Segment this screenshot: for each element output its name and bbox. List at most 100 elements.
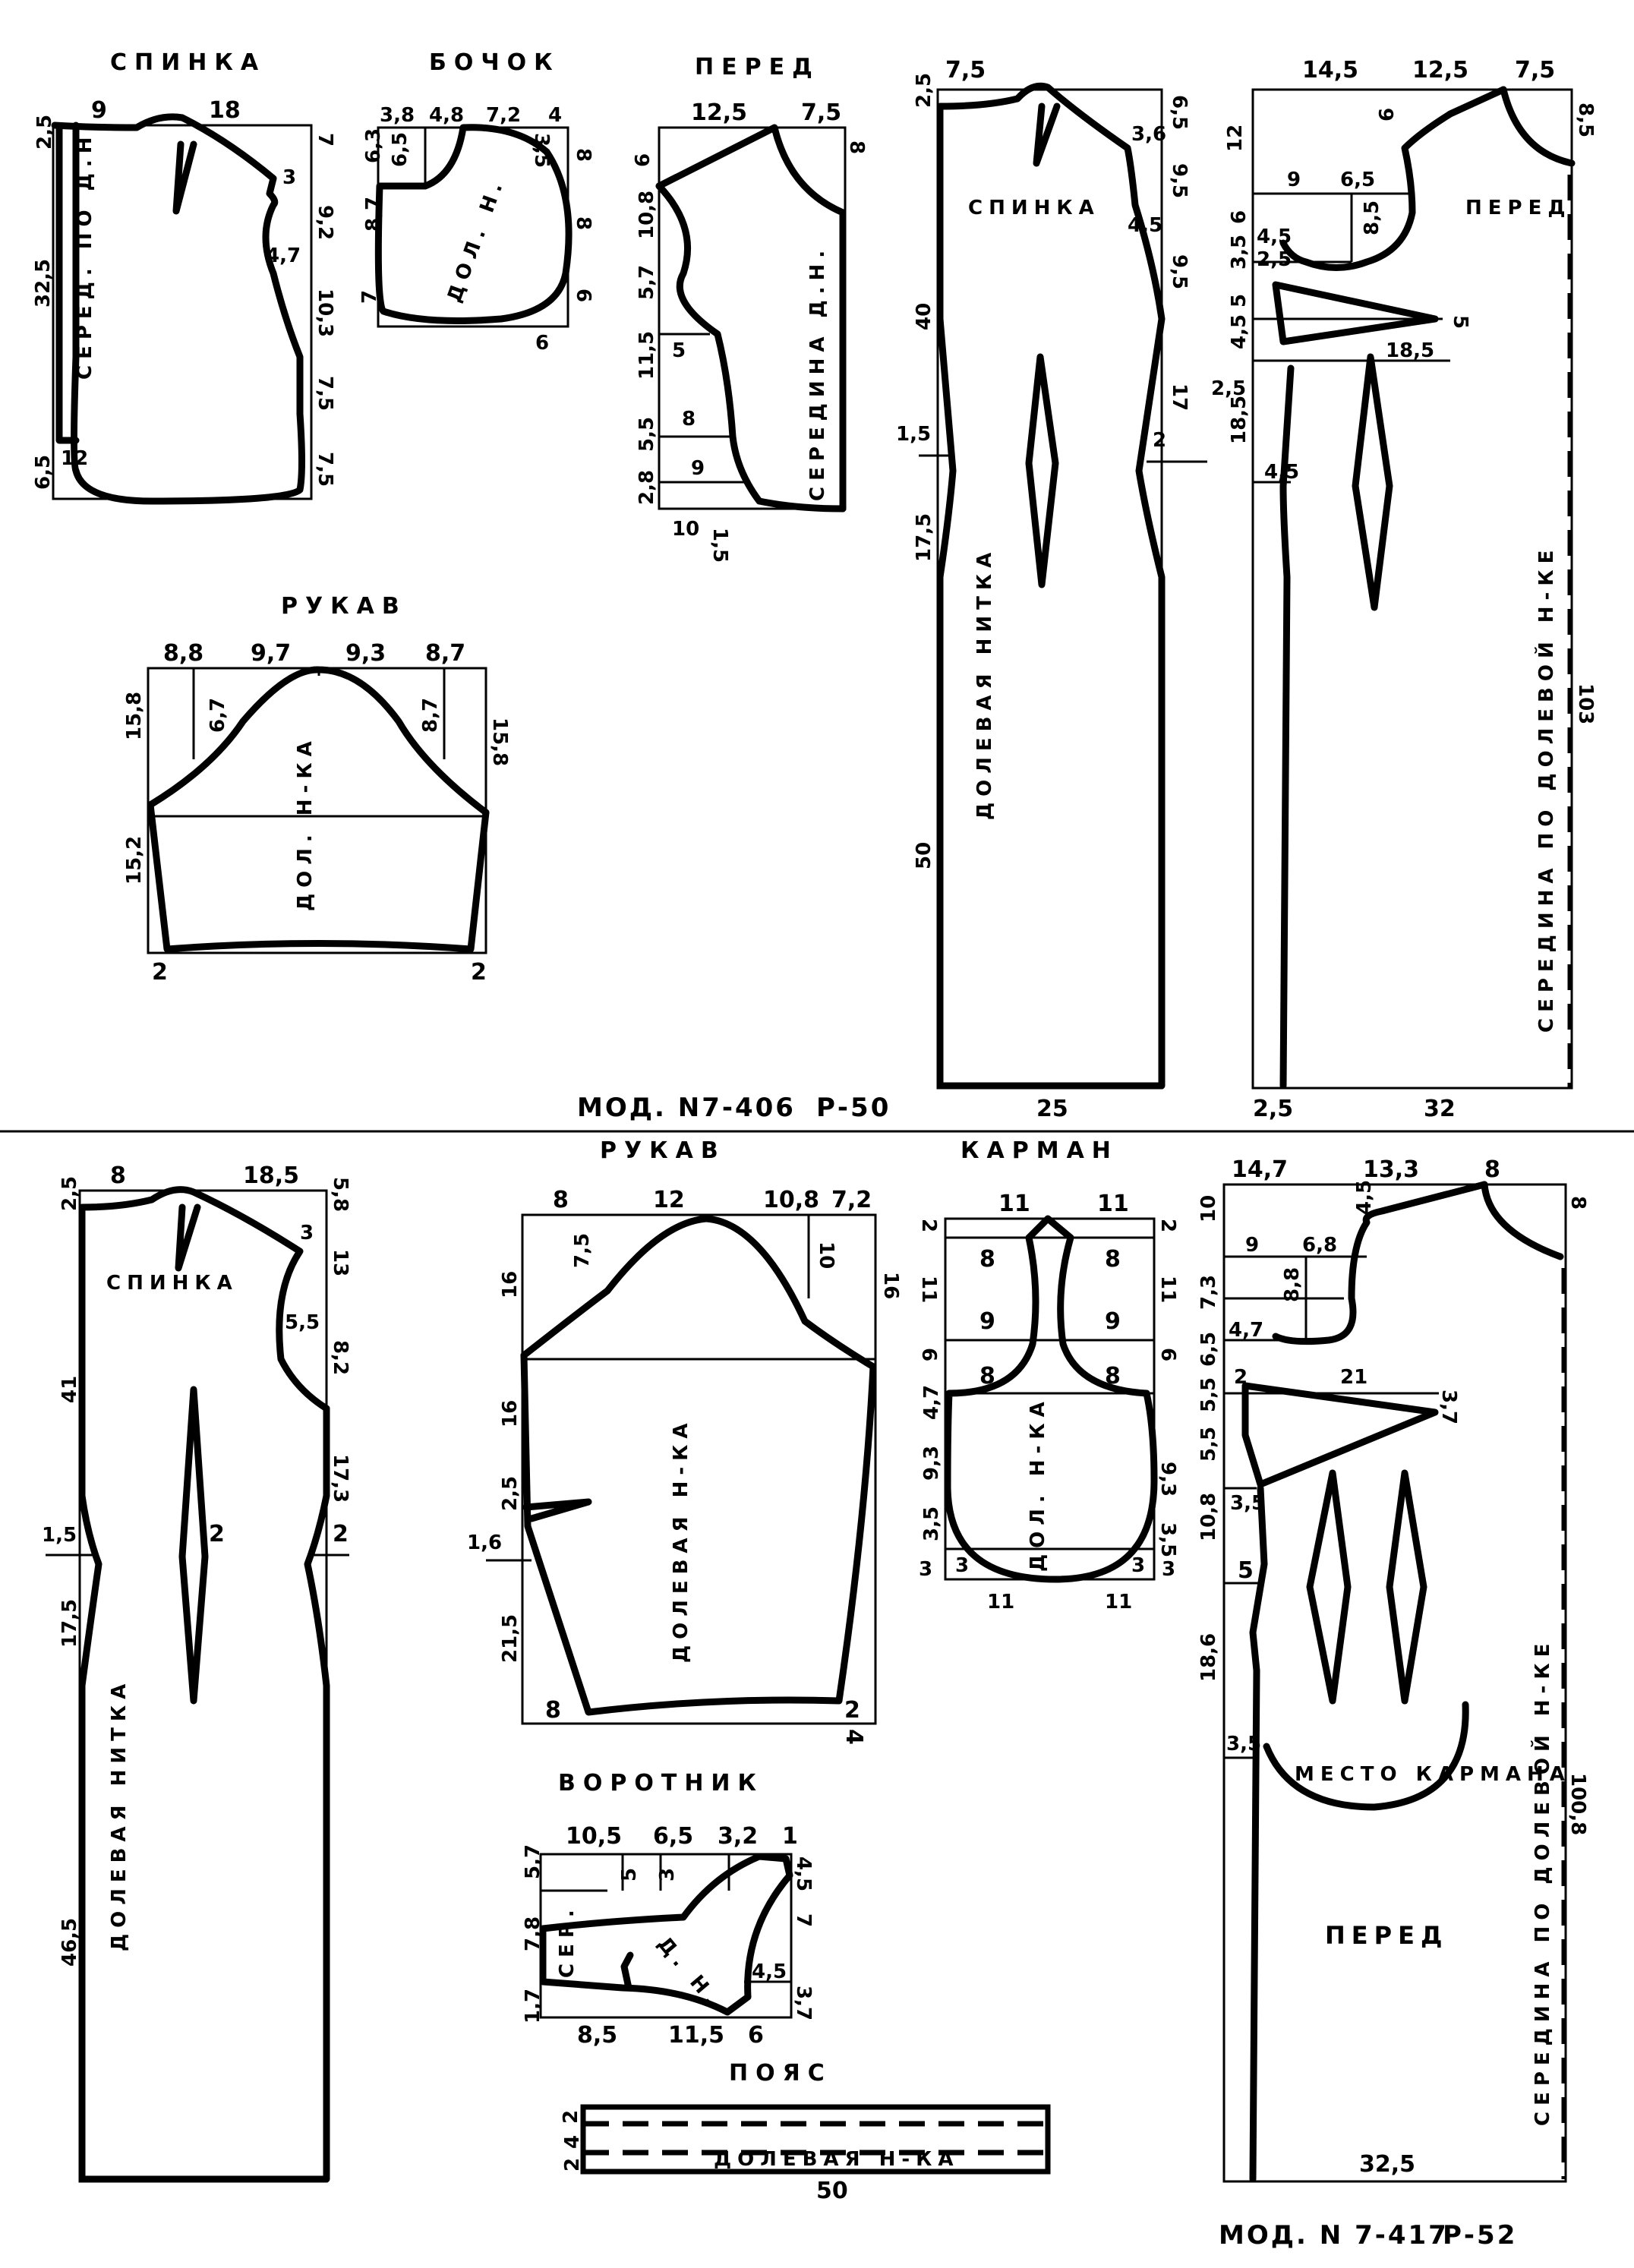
- model-1-caption: МОД. N7-406 Р-50: [577, 1093, 891, 1123]
- m2-front-dim: 7,3: [1197, 1275, 1220, 1310]
- m2-pocket-dim: 11: [1105, 1591, 1132, 1613]
- m2-back-dim: 8,2: [329, 1340, 352, 1375]
- m2-back-dim: 1,5: [42, 1524, 77, 1547]
- m1-front-center-label: СЕРЕДИНА Д.Н.: [806, 244, 829, 501]
- m1-sleeve-dim: 6,7: [207, 698, 229, 733]
- m1-sleeve-dim: 8,7: [419, 698, 442, 733]
- m2-sleeve-dim: 12: [653, 1187, 685, 1213]
- m1-back-long-dim: 9,5: [1168, 163, 1191, 198]
- m2-collar-dim: 5: [618, 1868, 641, 1882]
- m2-front-dim: 21: [1340, 1366, 1367, 1389]
- m1-front-long-dim: 18,5: [1228, 396, 1251, 444]
- m1-front-dim: 8: [845, 140, 868, 154]
- m2-pocket-dim: 3,5: [920, 1506, 943, 1541]
- m2-belt-piece: ПОЯС 2 4 2 50 ДОЛЕВАЯ Н-КА: [560, 2060, 1051, 2204]
- m1-side-dim: 7,2: [486, 104, 521, 127]
- model-2-size: Р-52: [1443, 2220, 1517, 2251]
- m2-pocket-dim: 11: [917, 1276, 940, 1303]
- m1-front-long-center: СЕРЕДИНА ПО ДОЛЕВОЙ Н-КЕ: [1534, 544, 1558, 1033]
- m2-pocket-place: МЕСТО КАРМАНА: [1295, 1763, 1571, 1786]
- m2-sleeve-piece: РУКАВ 8 12 10,8 7,2 7,5 10 16 16 16 2,5 …: [467, 1137, 902, 1745]
- m2-collar-dim: 4,5: [752, 1960, 787, 1983]
- m2-collar-dim: 5,7: [522, 1844, 544, 1879]
- m1-front-long-piece: 14,5 12,5 7,5 8,5 12 6 9 6,5 8,5 6 4,5 3…: [1211, 57, 1597, 1122]
- m2-front-dim: 3,7: [1437, 1390, 1460, 1424]
- m2-pocket-dim: 11: [998, 1191, 1030, 1217]
- m2-collar-dim: 3: [656, 1868, 679, 1882]
- m1-front-dim: 7,5: [801, 99, 841, 126]
- m1-front-long-dim: 8,5: [1574, 103, 1597, 137]
- m1-front-long-dim: 14,5: [1302, 57, 1358, 84]
- m2-back-dim: 2,5: [58, 1176, 81, 1211]
- m1-back-long-grain: ДОЛЕВАЯ НИТКА: [973, 547, 996, 820]
- m2-belt-dim: 2: [561, 2158, 584, 2172]
- m2-sleeve-dim: 16: [879, 1272, 902, 1299]
- m1-back-piece: СПИНКА 9 18 2,5 32,5 6,5 7 9,2 10,3 7,5 …: [32, 49, 336, 505]
- m2-front-dim: 3,5: [1230, 1492, 1265, 1515]
- m1-front-long-dim: 2,5: [1253, 1096, 1293, 1122]
- m2-pocket-dim: 6: [1156, 1348, 1179, 1361]
- m2-collar-dim: 8,5: [577, 2022, 617, 2049]
- m1-back-long-dim: 40: [913, 303, 935, 330]
- m1-front-dim: 5: [672, 339, 686, 362]
- m2-front-dim: 8: [1566, 1196, 1589, 1210]
- m2-sleeve-dim: 8: [553, 1187, 569, 1213]
- m1-front-long-dim: 5: [1449, 315, 1472, 329]
- m2-pocket-dim: 11: [1156, 1276, 1179, 1303]
- m2-sleeve-dim: 10,8: [763, 1187, 819, 1213]
- m2-pocket-dim: 9,3: [920, 1446, 943, 1481]
- m1-front-long-dim: 6: [1228, 210, 1251, 224]
- m1-side-piece: БОЧОК 3,8 4,8 7,2 4 6,3 6,5 8,7 7 3,5 8 …: [358, 49, 595, 355]
- m1-back-dim: 10,3: [314, 289, 336, 337]
- m2-collar-dim: 6: [748, 2022, 764, 2049]
- m2-sleeve-dim: 2,5: [499, 1476, 522, 1511]
- m1-front-long-dim: 12,5: [1412, 57, 1468, 84]
- m2-sleeve-dim: 10: [815, 1241, 838, 1269]
- m1-front-long-dim: 6: [1376, 108, 1399, 121]
- m1-back-long-dim: 2: [1153, 429, 1166, 452]
- m1-side-dim: 6: [535, 332, 549, 355]
- m1-back-long-dim: 6,5: [1168, 95, 1191, 130]
- m2-front-dim: 2: [1234, 1366, 1248, 1389]
- m2-back-dim: 5,8: [329, 1177, 352, 1212]
- m2-back-grain: ДОЛЕВАЯ НИТКА: [108, 1678, 131, 1951]
- m1-front-long-dim: 9: [1287, 169, 1301, 191]
- m2-pocket-dim: 3: [919, 1558, 932, 1581]
- m1-front-long-dim: 7,5: [1515, 57, 1555, 84]
- m1-front-dim: 1,5: [708, 528, 731, 563]
- m2-sleeve-title: РУКАВ: [600, 1137, 726, 1164]
- m1-front-long-dim: 18,5: [1386, 339, 1434, 362]
- m1-side-dim: 6: [572, 289, 595, 302]
- m1-back-dim: 9: [91, 97, 107, 124]
- m1-sleeve-dim: 2: [152, 959, 168, 986]
- m2-belt-dim: 4: [561, 2135, 584, 2149]
- model-2-number: МОД. N 7-417: [1219, 2220, 1449, 2251]
- m2-back-dim: 5,5: [285, 1311, 320, 1334]
- m2-back-dim: 17,3: [329, 1454, 352, 1503]
- m2-pocket-grain: ДОЛ. Н-КА: [1027, 1396, 1049, 1572]
- m2-sleeve-dim: 4: [841, 1729, 867, 1745]
- m2-sleeve-dim: 16: [499, 1400, 522, 1427]
- m1-front-long-dim: 2,5: [1211, 377, 1246, 400]
- m1-side-title: БОЧОК: [429, 49, 560, 76]
- m2-belt-title: ПОЯС: [729, 2060, 832, 2087]
- m2-front-dim: 10,8: [1197, 1493, 1220, 1541]
- model-1-size: Р-50: [816, 1093, 891, 1123]
- m2-pocket-dim: 9,3: [1156, 1462, 1179, 1497]
- m2-back-dim: 46,5: [58, 1918, 81, 1967]
- m1-front-long-dim: 103: [1574, 683, 1597, 724]
- m1-back-long-dim: 25: [1036, 1096, 1068, 1122]
- m2-back-dim: 2: [333, 1521, 349, 1547]
- m2-back-dim: 41: [58, 1376, 81, 1403]
- m2-belt-dim: 2: [560, 2110, 582, 2124]
- m1-side-dim: 3,8: [380, 104, 415, 127]
- m2-back-dim: 8: [110, 1162, 126, 1189]
- m2-back-dim: 3: [300, 1222, 314, 1244]
- m2-front-piece: 14,7 13,3 8 4,5 10 8 9 6,8 8,8 7,3 4,7 6…: [1197, 1156, 1589, 2183]
- m2-collar-dim: 7: [792, 1913, 815, 1927]
- m2-front-dim: 4,5: [1353, 1180, 1376, 1215]
- m2-back-dim: 17,5: [58, 1599, 81, 1648]
- m2-front-dim: 13,3: [1363, 1156, 1419, 1183]
- m1-front-dim: 12,5: [691, 99, 747, 126]
- m1-front-long-dim: 12: [1224, 125, 1247, 152]
